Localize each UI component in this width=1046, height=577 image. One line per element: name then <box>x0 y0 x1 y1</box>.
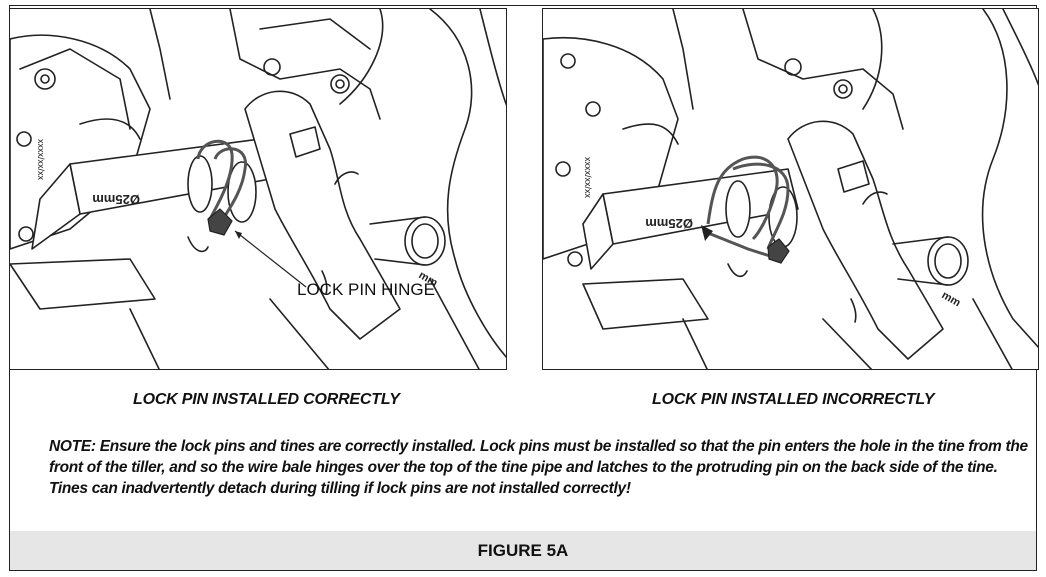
caption-correct: LOCK PIN INSTALLED CORRECTLY <box>133 391 400 408</box>
tiller-tine-drawing-incorrect: Ø25mm xxxx/xx/xx mm <box>543 9 1038 369</box>
figure-title: FIGURE 5A <box>477 540 569 560</box>
illustration-correct: LOCK PIN HINGE Ø25mm xxxx/xx/xx mm <box>9 8 507 370</box>
caption-incorrect: LOCK PIN INSTALLED INCORRECTLY <box>652 391 935 408</box>
figure-title-bar: FIGURE 5A <box>10 531 1036 570</box>
measure-label: mm <box>940 289 963 309</box>
pipe-diameter-label: Ø25mm <box>645 216 693 231</box>
pipe-diameter-label: Ø25mm <box>92 192 140 207</box>
note-text: NOTE: Ensure the lock pins and tines are… <box>49 438 1028 497</box>
lock-pin-hinge-callout: LOCK PIN HINGE <box>297 280 435 299</box>
illustration-incorrect: Ø25mm xxxx/xx/xx mm <box>542 8 1039 370</box>
part-code-label: xxxx/xx/xx <box>36 139 46 181</box>
tiller-tine-drawing-correct: LOCK PIN HINGE Ø25mm xxxx/xx/xx mm <box>10 9 506 369</box>
part-code-label: xxxx/xx/xx <box>583 157 593 199</box>
